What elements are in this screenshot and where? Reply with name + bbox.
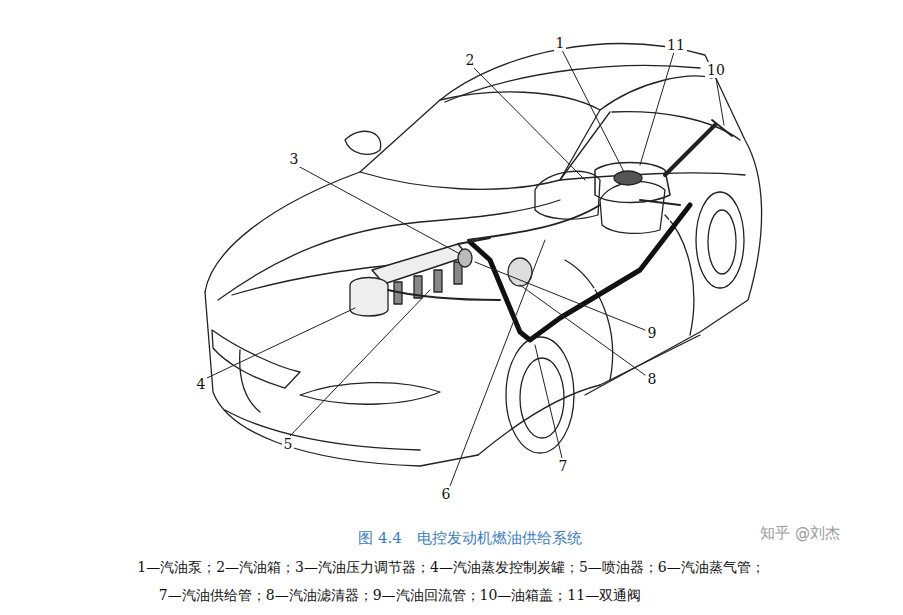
leader-line — [450, 240, 545, 486]
outline-line — [665, 125, 715, 175]
leader-line — [207, 308, 355, 378]
injector-body — [434, 270, 442, 292]
part-ellipse — [458, 249, 472, 267]
outline-line — [612, 112, 740, 140]
outline-line — [470, 205, 690, 340]
part-ellipse — [506, 337, 574, 453]
leader-lines — [207, 50, 724, 486]
legend-key-line: 7—汽油供给管；8—汽油滤清器；9—汽油回流管；10—油箱盖；11—双通阀 — [159, 587, 641, 605]
legend-key-line: 1—汽油泵；2—汽油箱；3—汽油压力调节器；4—汽油蒸发控制炭罐；5—喷油器；6… — [137, 559, 764, 577]
leader-line — [290, 290, 430, 436]
outline-line — [600, 76, 712, 110]
callout-number: 7 — [557, 458, 570, 474]
outline-line — [300, 383, 440, 405]
car-body — [205, 44, 762, 466]
leader-line — [716, 78, 724, 125]
callout-number: 10 — [705, 62, 727, 78]
outline-line — [240, 350, 260, 412]
callout-number: 3 — [288, 151, 301, 167]
outline-line — [565, 260, 613, 380]
leader-line — [298, 166, 460, 254]
outline-line — [350, 278, 388, 317]
outline-line — [535, 171, 600, 219]
callout-number: 5 — [282, 436, 295, 452]
part-ellipse — [708, 210, 736, 274]
outline-line — [212, 330, 300, 388]
callout-number: 8 — [646, 371, 659, 387]
outline-line — [345, 131, 381, 154]
outline-line — [640, 200, 680, 205]
outline-line — [388, 290, 500, 300]
outline-line — [205, 292, 478, 466]
leader-line — [535, 345, 562, 458]
outline-line — [225, 410, 420, 450]
part-ellipse — [614, 171, 642, 185]
callout-number: 9 — [646, 325, 659, 341]
callout-number: 11 — [665, 37, 687, 53]
outline-line — [478, 385, 600, 455]
leader-line — [474, 68, 585, 180]
callout-number: 4 — [195, 376, 208, 392]
outline-line — [560, 173, 745, 180]
callout-number: 1 — [554, 35, 567, 51]
figure-caption: 图 4.4 电控发动机燃油供给系统 — [358, 529, 582, 548]
outline-line — [595, 163, 670, 203]
leader-line — [640, 52, 674, 165]
outline-line — [560, 112, 610, 180]
leader-line — [475, 262, 645, 330]
outline-line — [468, 205, 600, 240]
part-ellipse — [520, 358, 564, 438]
leader-line — [562, 50, 624, 172]
outline-line — [712, 120, 732, 136]
outline-line — [528, 200, 685, 330]
part-ellipse — [696, 192, 744, 288]
watermark: 知乎 @刘杰 — [760, 524, 840, 543]
callout-number: 6 — [440, 486, 453, 502]
outline-line — [600, 182, 665, 234]
callout-number: 2 — [464, 52, 477, 68]
outline-line — [205, 44, 762, 395]
fuel-system — [350, 120, 732, 340]
